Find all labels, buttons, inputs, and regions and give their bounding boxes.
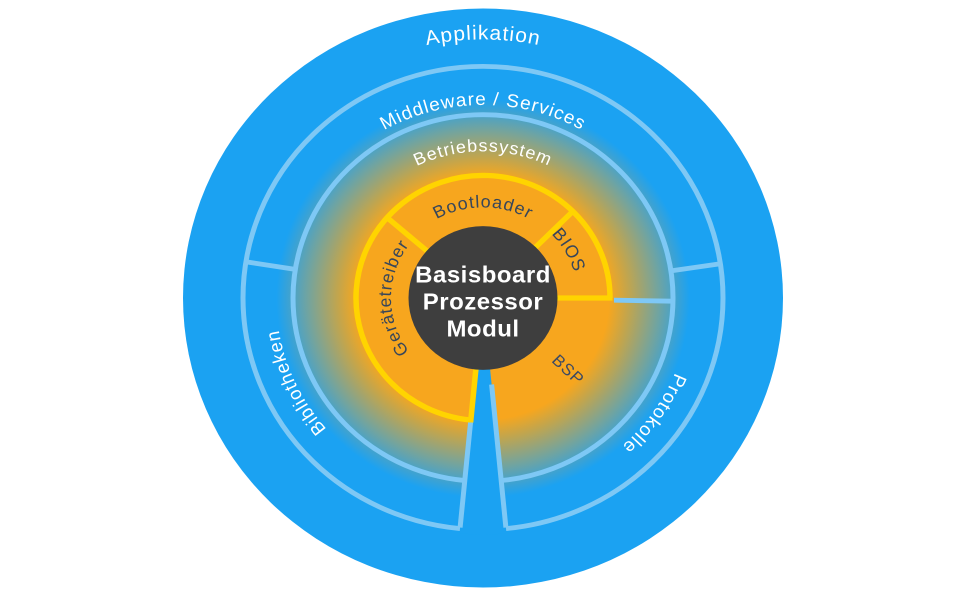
wedge-edge-left (457, 418, 474, 528)
border-geraetetreiber-wedge (467, 368, 479, 423)
wedge-edge-right (489, 384, 509, 528)
border-bootloader-bios (533, 207, 577, 250)
center-label-line3: Modul (446, 316, 519, 342)
core-circle (408, 226, 558, 370)
center-label-line1: Basisboard (415, 262, 551, 288)
center-label-line2: Prozessor (423, 289, 544, 315)
divider-betriebssystem-bsp (613, 297, 674, 304)
bottom-wedge (459, 298, 507, 535)
divider-bibliotheken-middleware (245, 259, 296, 272)
core-ring-outer-border (353, 172, 613, 423)
divider-protokolle-middleware (670, 261, 721, 274)
border-bootloader-geraetetreiber (383, 214, 430, 254)
